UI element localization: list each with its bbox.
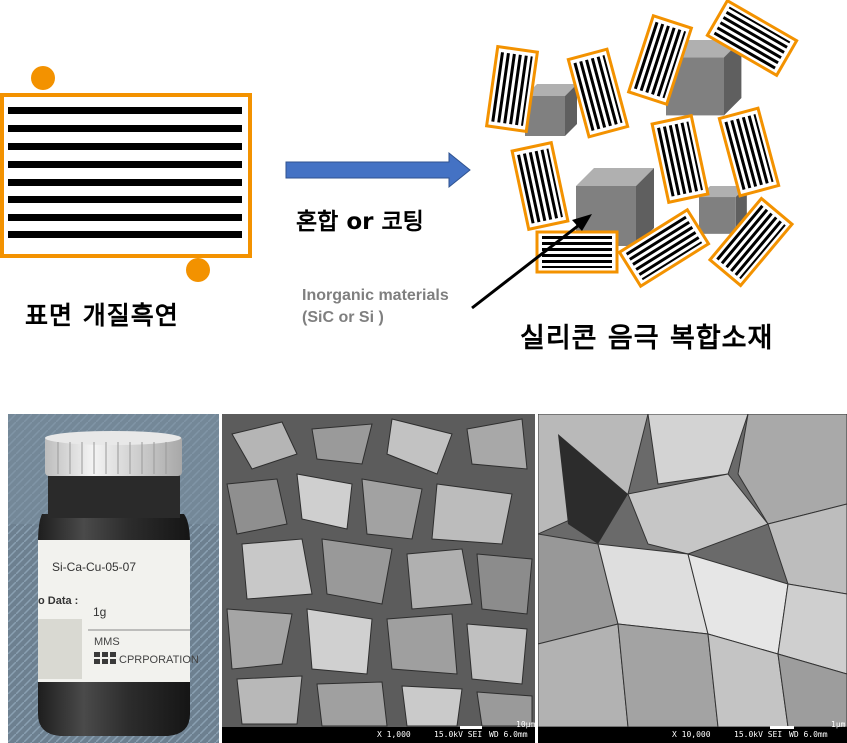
sem-scale-label: 1µm <box>831 720 846 729</box>
sem-working-distance: WD 6.0mm <box>489 730 528 739</box>
sem-info-bar: X 10,000 15.0kV SEI WD 6.0mm <box>538 727 847 743</box>
sem-voltage: 15.0kV SEI <box>734 730 783 739</box>
arrow-caption: 혼합 or 코팅 <box>296 209 424 235</box>
process-diagram <box>0 0 799 310</box>
sem-scale-bar <box>460 726 482 729</box>
inorganic-label-line2: (SiC or Si ) <box>302 309 384 326</box>
sem-magnification: X 10,000 <box>672 730 711 739</box>
bottle-company-top: MMS <box>94 636 120 648</box>
bottle-company-bottom: CPRPORATION <box>119 654 199 666</box>
pointer-arrowhead <box>572 214 592 231</box>
graphite-flake <box>717 106 781 198</box>
inorganic-label: Inorganic materials (SiC or Si ) <box>302 285 449 329</box>
graphite-flake <box>650 114 710 204</box>
bottle-illustration <box>8 414 219 743</box>
sem-voltage: 15.0kV SEI <box>434 730 483 739</box>
bottle-mass: 1g <box>93 605 107 619</box>
sem-working-distance: WD 6.0mm <box>789 730 828 739</box>
process-arrow <box>285 151 471 189</box>
sem-scale-bar <box>770 726 794 729</box>
sem-info-bar: X 1,000 15.0kV SEI WD 6.0mm <box>222 727 535 743</box>
graphite-flake <box>535 230 619 274</box>
sem-closeup-texture <box>538 414 847 728</box>
graphite-flake <box>566 47 630 139</box>
surface-modified-graphite <box>0 66 252 282</box>
sem-image-x10000: X 10,000 15.0kV SEI WD 6.0mm 1µm <box>538 414 847 743</box>
inorganic-label-line1: Inorganic materials <box>302 287 449 304</box>
pointer-arrow <box>471 220 584 310</box>
sem-scale-label: 10µm <box>516 720 535 729</box>
sem-flakes-texture <box>222 414 535 727</box>
left-caption: 표면 개질흑연 <box>25 301 179 330</box>
sem-image-x1000: X 1,000 15.0kV SEI WD 6.0mm 10µm <box>222 414 535 743</box>
bottle-sample-id: Si-Ca-Cu-05-07 <box>52 560 137 574</box>
sample-bottle-photo: Si-Ca-Cu-05-07 o Data : 1g MMS CPRPORATI… <box>8 414 219 743</box>
photo-row: Si-Ca-Cu-05-07 o Data : 1g MMS CPRPORATI… <box>8 414 847 743</box>
sem-magnification: X 1,000 <box>377 730 411 739</box>
graphite-flake <box>510 141 570 231</box>
bottle-data-label: o Data : <box>38 595 79 607</box>
right-caption: 실리콘 음극 복합소재 <box>520 323 774 354</box>
